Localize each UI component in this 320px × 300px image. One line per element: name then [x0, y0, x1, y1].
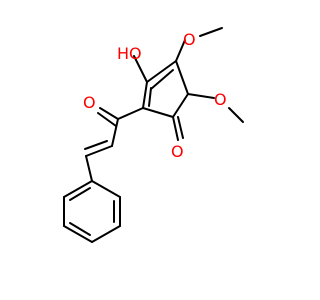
methoxy-right-methyl: [228, 107, 244, 123]
bond: [63, 225, 93, 243]
enone-carbonyl-oxygen: O: [83, 93, 96, 112]
bond: [172, 93, 189, 118]
bond: [146, 60, 177, 83]
aromatic-inner: [69, 222, 91, 236]
enone-carbonyl-bond: [99, 107, 119, 120]
double-bond-inner: [148, 87, 152, 107]
phenyl-ring: [63, 180, 121, 243]
ring-ketone-bond: [172, 116, 179, 141]
hydroxyl-label: HO: [117, 44, 142, 63]
carbonyl-carbon-bond: [117, 107, 144, 120]
ring-ketone-bond-double: [177, 116, 184, 139]
bond: [63, 180, 93, 198]
aromatic-inner: [69, 187, 91, 201]
alkene-bond-double: [84, 140, 108, 150]
bond: [142, 107, 174, 118]
hydroxyl-bond: [133, 55, 148, 83]
alkene-bond: [85, 145, 113, 157]
methoxy-right-oxygen: O: [214, 90, 227, 109]
bond: [175, 60, 189, 95]
bond: [91, 225, 121, 243]
methoxy-top-methyl: [199, 27, 223, 37]
alkene-bond: [85, 155, 93, 182]
alkene-bond: [111, 118, 119, 147]
methoxy-top-oxygen: O: [183, 30, 196, 49]
enone-carbonyl-bond-double: [97, 112, 117, 127]
cyclopentenone-ring: [142, 60, 189, 118]
structure-diagram: HO O O O O: [63, 27, 244, 243]
double-bond-inner: [150, 69, 174, 90]
ring-ketone-oxygen: O: [171, 142, 184, 161]
bond: [91, 180, 121, 198]
methoxy-top-bond: [175, 39, 186, 62]
bond: [142, 81, 148, 109]
methoxy-right-bond: [187, 93, 215, 99]
